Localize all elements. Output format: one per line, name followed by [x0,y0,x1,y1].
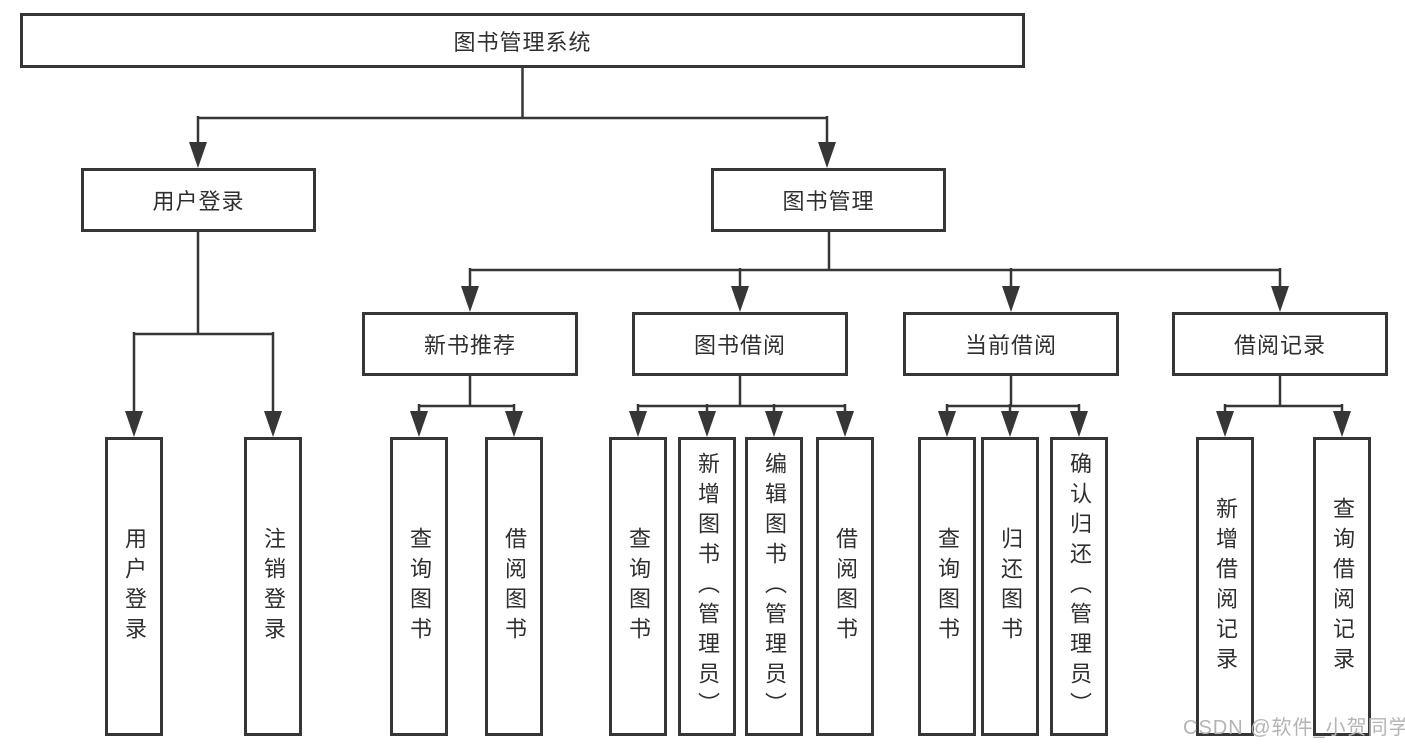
node-new-book-recommend: 新书推荐 [362,312,578,376]
leaf-query-book-current: 查询图书 [918,437,976,736]
csdn-watermark: CSDN @软件_小贺同学 [1183,717,1405,739]
leaf-query-book-recommend-label: 查询图书 [407,526,432,647]
leaf-return-book: 归还图书 [981,437,1039,736]
node-borrow-records: 借阅记录 [1172,312,1388,376]
leaf-add-borrow-record: 新增借阅记录 [1196,437,1254,736]
leaf-confirm-return-admin: 确认归还（管理员） [1050,437,1108,736]
node-book-management: 图书管理 [711,168,946,232]
leaf-query-book-borrow: 查询图书 [609,437,667,736]
leaf-logout-label: 注销登录 [261,526,286,647]
node-book-borrow-label: 图书借阅 [693,333,786,358]
leaf-query-borrow-record: 查询借阅记录 [1313,437,1371,736]
leaf-query-book-recommend: 查询图书 [390,437,448,736]
leaf-borrow-book-recommend-label: 借阅图书 [502,526,527,647]
leaf-query-borrow-record-label: 查询借阅记录 [1330,496,1355,677]
leaf-add-book-admin: 新增图书（管理员） [678,437,736,736]
leaf-return-book-label: 归还图书 [998,526,1023,647]
leaf-add-borrow-record-label: 新增借阅记录 [1213,496,1238,677]
node-current-borrow: 当前借阅 [903,312,1119,376]
node-root-label: 图书管理系统 [453,29,592,55]
node-current-borrow-label: 当前借阅 [964,333,1057,358]
leaf-borrow-book-label: 借阅图书 [833,526,858,647]
node-user-login: 用户登录 [81,168,316,232]
node-borrow-records-label: 借阅记录 [1233,333,1326,358]
node-book-borrow: 图书借阅 [632,312,848,376]
node-book-management-label: 图书管理 [782,189,875,214]
arrowheads [125,142,1351,437]
leaf-confirm-return-admin-label: 确认归还（管理员） [1067,451,1092,722]
leaf-add-book-admin-label: 新增图书（管理员） [695,451,720,722]
leaf-query-book-current-label: 查询图书 [935,526,960,647]
leaf-edit-book-admin-label: 编辑图书（管理员） [762,451,787,722]
leaf-edit-book-admin: 编辑图书（管理员） [745,437,803,736]
leaf-logout: 注销登录 [244,437,302,736]
node-user-login-label: 用户登录 [152,189,245,214]
node-root: 图书管理系统 [20,13,1025,68]
leaf-query-book-borrow-label: 查询图书 [626,526,651,647]
leaf-user-login: 用户登录 [105,437,163,736]
node-new-book-recommend-label: 新书推荐 [423,333,516,358]
leaf-borrow-book-recommend: 借阅图书 [485,437,543,736]
leaf-borrow-book: 借阅图书 [816,437,874,736]
leaf-user-login-label: 用户登录 [122,526,147,647]
